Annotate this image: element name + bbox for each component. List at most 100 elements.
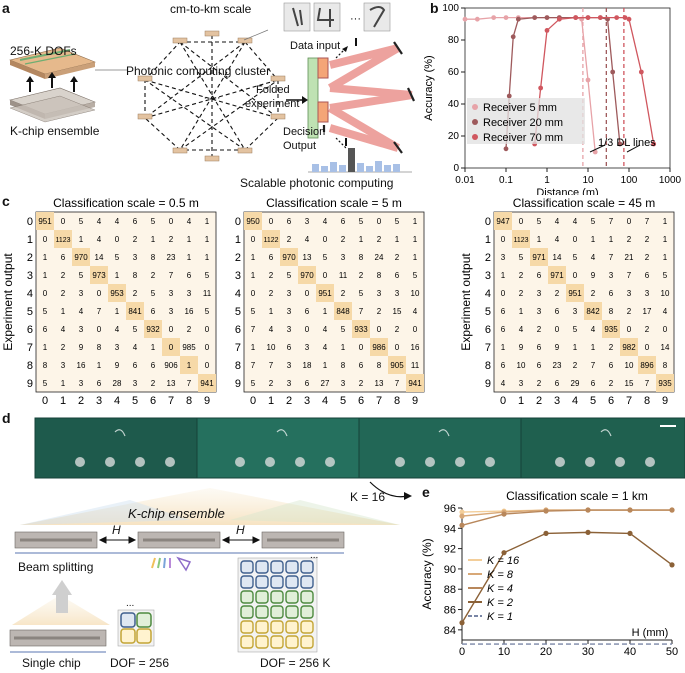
matrix-cell: 7	[609, 217, 614, 226]
data-point	[610, 69, 616, 75]
x-tick-label: 100	[621, 175, 638, 186]
matrix-cell: 842	[586, 307, 600, 316]
matrix-cell: 0	[573, 271, 578, 280]
matrix-cell: 6	[341, 217, 346, 226]
matrix-cell: 2	[187, 325, 192, 334]
matrix-cell: 970	[74, 253, 88, 262]
h-label-1: H	[112, 523, 121, 537]
matrix-cell: 5	[591, 217, 596, 226]
col-label: 3	[304, 395, 310, 406]
matrix-cell: 0	[305, 289, 310, 298]
data-point	[573, 15, 579, 20]
series-line-2	[534, 16, 655, 145]
panel-d-illustration	[9, 417, 685, 653]
matrix-cell: 0	[573, 235, 578, 244]
diag-cell	[36, 212, 54, 230]
matrix-cell: 3	[79, 379, 84, 388]
matrix-cell: 1	[79, 235, 84, 244]
matrix-cell: 8	[341, 361, 346, 370]
matrix-cell: 1123	[55, 237, 70, 244]
row-label: 2	[485, 252, 491, 264]
matrix-cell: 5	[359, 289, 364, 298]
dof-cell	[270, 560, 284, 574]
col-label: 9	[204, 395, 210, 406]
diag-cell	[90, 266, 108, 284]
matrix-cell: 1	[151, 343, 156, 352]
matrix-cell: 971	[532, 253, 546, 262]
dof-cell	[255, 635, 269, 649]
matrix-cell: 970	[282, 253, 296, 262]
matrix-cell: 13	[375, 379, 384, 388]
matrix-title: Classification scale = 45 m	[513, 196, 655, 210]
matrix-cell: 896	[640, 361, 654, 370]
matrix-cell: 0	[205, 361, 210, 370]
matrix-cell: 970	[300, 271, 314, 280]
legend-marker	[472, 104, 478, 110]
chip-stack-top	[9, 47, 96, 79]
matrix-cell: 2	[359, 271, 364, 280]
matrix-cell: 982	[622, 343, 636, 352]
matrix-cell: 8	[359, 253, 364, 262]
chip-stack-bottom	[9, 87, 96, 123]
x-axis-label: True labels	[97, 404, 156, 406]
data-point	[538, 85, 544, 91]
diag-cell	[108, 284, 126, 302]
legend-entry: K = 1	[487, 611, 513, 623]
matrix-cell: 6	[151, 361, 156, 370]
diag-cell	[244, 212, 262, 230]
dof-cell	[270, 635, 284, 649]
panel-label-c: c	[2, 193, 10, 209]
diag-cell	[388, 356, 406, 374]
dof-256k-ellipsis: ...	[310, 550, 319, 561]
matrix-cell: 6	[287, 217, 292, 226]
panel-label-b: b	[430, 0, 439, 16]
matrix-cell: 0	[169, 325, 174, 334]
dof-cell	[270, 575, 284, 589]
decision-label: Decision	[283, 126, 326, 138]
matrix-cell: 6	[501, 361, 506, 370]
matrix-cell: 1	[43, 253, 48, 262]
matrix-cell: 3	[537, 307, 542, 316]
output-label: Output	[283, 140, 317, 152]
matrix-cell: 6	[501, 325, 506, 334]
diag-cell	[126, 302, 144, 320]
col-label: 1	[60, 395, 66, 406]
col-label: 5	[132, 395, 138, 406]
ensemble-label: K-chip ensemble	[10, 124, 100, 138]
row-label: 4	[27, 288, 33, 300]
x-axis-label: H (mm)	[632, 627, 669, 639]
matrix-cell: 1	[395, 235, 400, 244]
diag-cell	[54, 230, 72, 248]
matrix-cell: 1	[115, 271, 120, 280]
diag-cell	[180, 356, 198, 374]
dofs-label: 256-K DOFs	[10, 44, 77, 58]
panel-label-d: d	[2, 410, 11, 426]
y-axis-label: Experiment output	[1, 253, 15, 351]
matrix-cell: 1	[323, 361, 328, 370]
matrix-cell: 986	[372, 343, 386, 352]
dof-cell	[285, 575, 299, 589]
matrix-cell: 10	[411, 289, 420, 298]
matrix-cell: 5	[287, 271, 292, 280]
matrix-cell: 985	[182, 343, 196, 352]
folded-label: Folded	[256, 84, 290, 96]
x-tick-label: 20	[540, 646, 552, 658]
y-tick-label: 86	[444, 605, 456, 617]
matrix-cell: 4	[133, 343, 138, 352]
x-tick-label: 1000	[659, 175, 682, 186]
matrix-cell: 24	[375, 253, 384, 262]
matrix-cell: 9	[115, 361, 120, 370]
matrix-cell: 5	[251, 307, 256, 316]
col-label: 8	[186, 395, 192, 406]
row-label: 7	[27, 342, 33, 354]
x-tick-label: 1	[544, 175, 550, 186]
legend-box	[467, 98, 585, 144]
data-point	[503, 146, 509, 152]
matrix-cell: 1	[663, 253, 668, 262]
matrix-cell: 4	[115, 325, 120, 334]
y-axis-label: Accuracy (%)	[423, 55, 435, 120]
row-label: 0	[485, 216, 491, 228]
matrix-cell: 3	[645, 289, 650, 298]
data-point	[544, 15, 550, 20]
